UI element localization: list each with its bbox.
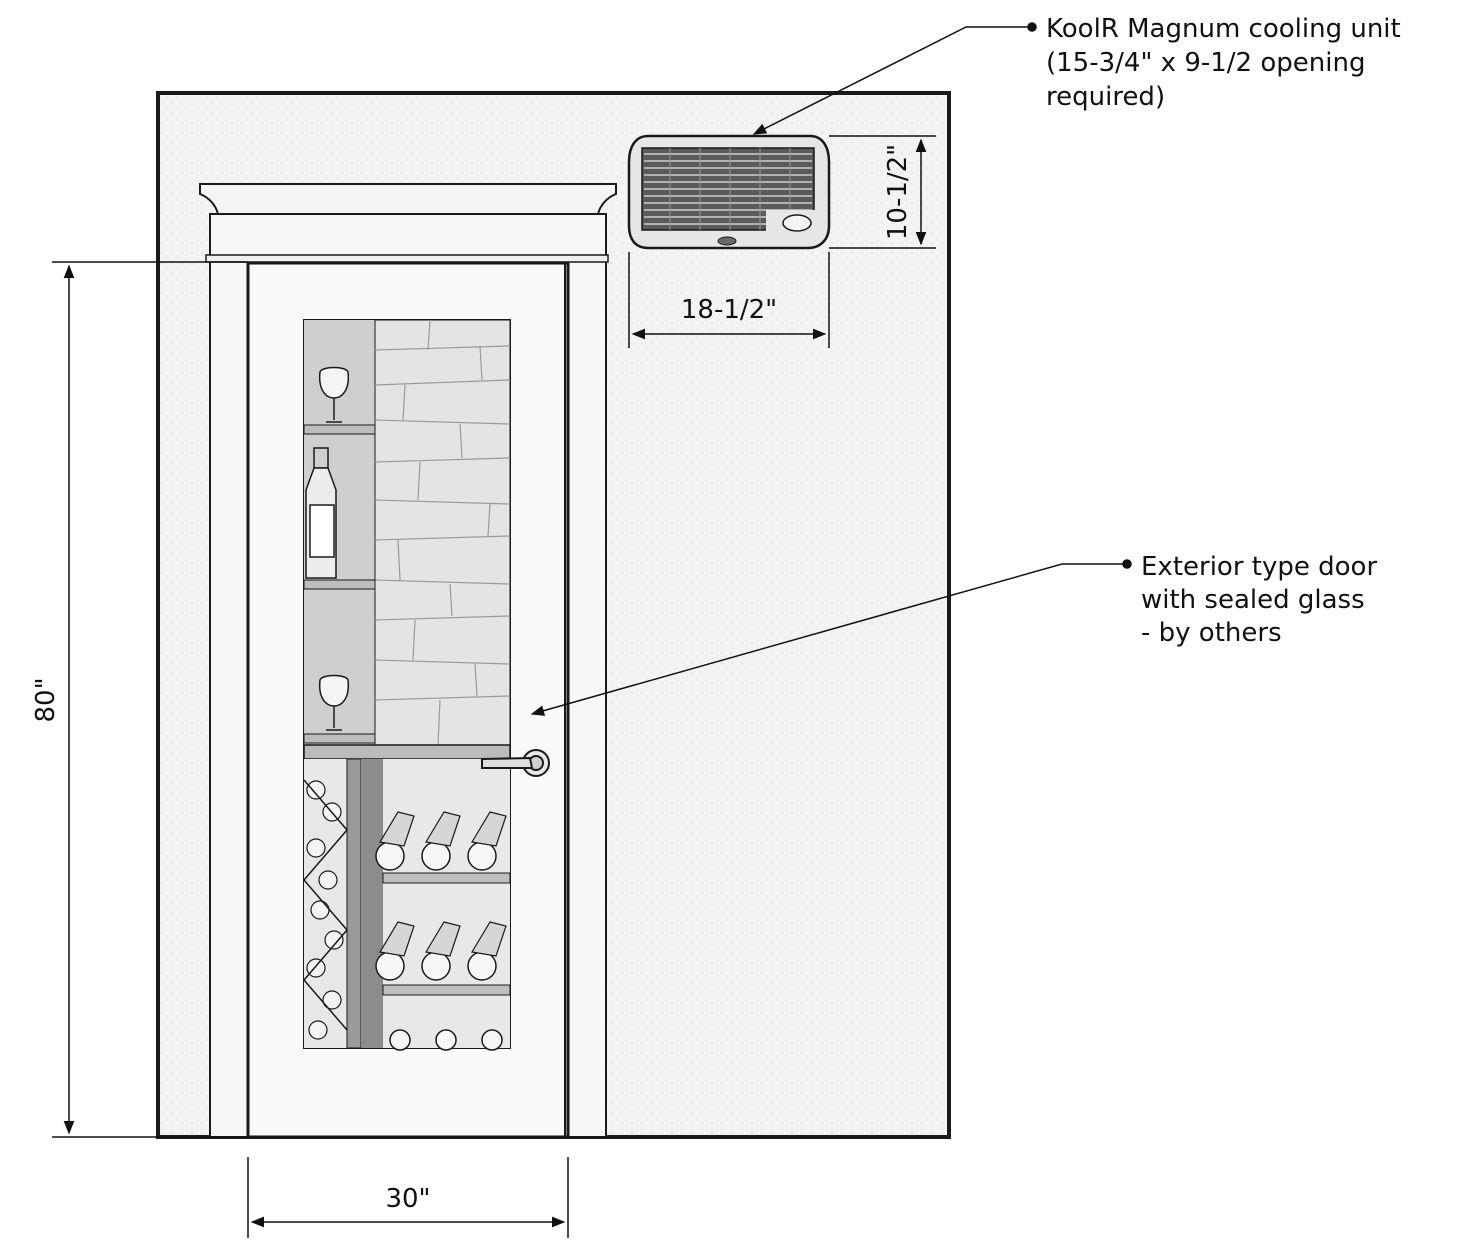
callout-text-cooling-unit: KoolR Magnum cooling unit (15-3/4" x 9-1…	[1046, 14, 1409, 112]
dimension-label-door-height: 80"	[31, 677, 61, 722]
callout-line: - by others	[1141, 618, 1282, 648]
cooling-unit	[627, 134, 831, 250]
callout-leader-door	[530, 559, 1132, 716]
dimension-label-unit-height: 10-1/2"	[883, 144, 913, 240]
callout-line: Exterior type door	[1141, 552, 1377, 582]
callout-line: (15-3/4" x 9-1/2 opening	[1046, 48, 1365, 78]
wine-glass-icon	[318, 674, 350, 731]
wine-bottle-icon	[305, 447, 337, 579]
dimension-unit-width	[628, 252, 830, 348]
dimension-door-height	[52, 261, 248, 1138]
callout-line: KoolR Magnum cooling unit	[1046, 14, 1401, 44]
wine-glass-icon	[318, 366, 350, 423]
callout-text-door: Exterior type door with sealed glass - b…	[1141, 552, 1385, 648]
callout-line: with sealed glass	[1141, 585, 1365, 615]
door-glass-panel	[303, 319, 511, 1051]
unit-logo-icon	[717, 236, 737, 246]
callout-line: required)	[1046, 82, 1165, 112]
door-handle-icon	[481, 749, 550, 777]
countertop	[303, 744, 511, 760]
callout-leader-cooling-unit	[752, 22, 1037, 135]
stone-wall	[374, 319, 511, 746]
dimension-door-width	[247, 1157, 569, 1238]
dimension-unit-height	[829, 135, 936, 249]
dimension-label-door-width: 30"	[385, 1184, 430, 1214]
dimension-label-unit-width: 18-1/2"	[681, 295, 777, 325]
